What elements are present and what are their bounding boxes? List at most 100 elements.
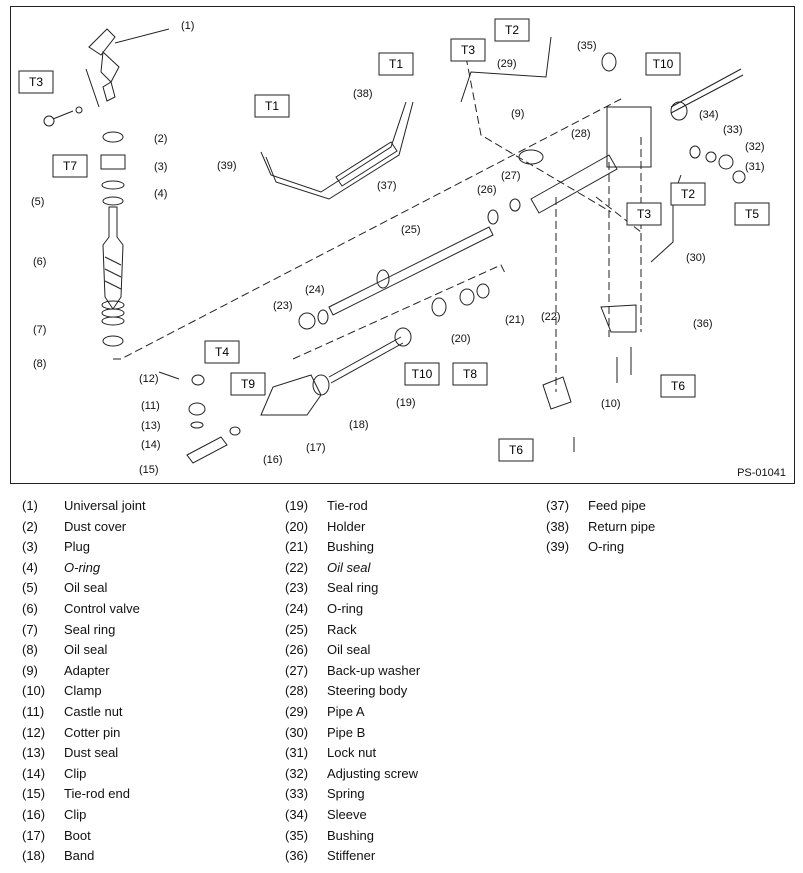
spring [705, 151, 717, 163]
legend-number: (38) [546, 518, 570, 534]
callout-label: (18) [349, 419, 369, 431]
callout-label: (30) [686, 252, 706, 264]
torque-tag-label: T6 [671, 379, 685, 393]
legend-row: (17)Boot [22, 826, 146, 847]
legend-row: (4)O-ring [22, 558, 146, 579]
torque-tag-box [645, 52, 681, 76]
torque-tag-box [230, 372, 266, 396]
legend-number: (10) [22, 683, 46, 699]
legend-number: (12) [22, 724, 46, 740]
legend-part-name: Bushing [327, 539, 374, 555]
legend-row: (10)Clamp [22, 681, 146, 702]
callout-label: (34) [699, 109, 719, 121]
callout-label: (1) [181, 20, 194, 32]
legend-number: (32) [285, 765, 309, 781]
torque-tag-box [378, 52, 414, 76]
legend-part-name: Oil seal [327, 642, 371, 658]
legend-part-name: Sleeve [327, 806, 367, 822]
legend-row: (20)Holder [285, 517, 420, 538]
torque-tag-box [404, 362, 440, 386]
legend-row: (24)O-ring [285, 599, 420, 620]
bolt-shank [52, 110, 74, 120]
torque-tag-box [670, 182, 706, 206]
oil-seal-5 [102, 196, 124, 206]
legend-row: (18)Band [22, 846, 146, 867]
oil-seal-8 [102, 335, 124, 347]
legend-number: (27) [285, 662, 309, 678]
assembly-line [292, 264, 507, 360]
legend-column-2: (19)Tie-rod(20)Holder(21)Bushing(22)Oil … [285, 496, 420, 867]
adapter [518, 149, 544, 165]
pipe-a [460, 36, 552, 103]
oil-seal-22 [476, 283, 490, 299]
boot [260, 374, 322, 416]
legend-row: (23) Seal ring [285, 578, 420, 599]
legend-column-1: (1)Universal joint(2)Dust cover(3)Plug(4… [22, 496, 146, 867]
legend-row: (25)Rack [285, 620, 420, 641]
valve-spiral [104, 256, 122, 290]
tie-rod-end [186, 436, 228, 464]
back-up-washer [509, 198, 521, 212]
legend-row: (35)Bushing [285, 826, 420, 847]
legend-row: (30)Pipe B [285, 723, 420, 744]
torque-tag-label: T3 [637, 207, 651, 221]
torque-tag-label: T3 [461, 43, 475, 57]
legend-part-name: Holder [327, 518, 366, 534]
callout-label: (13) [141, 420, 161, 432]
callout-label: (8) [33, 358, 46, 370]
legend-row: (29)Pipe A [285, 702, 420, 723]
tie-rod-left [328, 336, 404, 384]
legend-part-name: Rack [327, 621, 357, 637]
legend-part-name: Steering body [327, 683, 408, 699]
legend-number: (1) [22, 498, 38, 513]
legend-number: (14) [22, 765, 46, 781]
legend-number: (28) [285, 683, 309, 699]
torque-tag-label: T4 [215, 345, 229, 359]
figure-code: PS-01041 [737, 467, 786, 479]
legend-row: (11)Castle nut [22, 702, 146, 723]
exploded-diagram: (1)(2)(3)(4)(5)(6)(7)(8)(9)(10)(11)(12)(… [10, 6, 795, 484]
legend-number: (11) [22, 703, 45, 719]
return-pipe [265, 101, 414, 200]
callout-label: (15) [139, 464, 159, 476]
callout-label: (14) [141, 439, 161, 451]
legend-part-name: Seal ring [327, 580, 379, 596]
legend-row: (8)Oil seal [22, 640, 146, 661]
legend-number: (23) [285, 580, 309, 596]
torque-tag-box [626, 202, 662, 226]
torque-tag-label: T2 [681, 187, 695, 201]
legend-part-name: Lock nut [327, 745, 377, 761]
bolt-head [43, 115, 55, 127]
torque-tag-box [18, 70, 54, 94]
callout-label: (22) [541, 311, 561, 323]
legend-part-name: Cotter pin [64, 724, 121, 740]
bolt [573, 347, 632, 452]
callout-label: (29) [497, 58, 517, 70]
tie-rod-right [670, 68, 744, 114]
torque-tag-label: T8 [463, 367, 477, 381]
legend-part-name: Bushing [327, 827, 374, 843]
callout-label: (37) [377, 180, 397, 192]
callout-label: (19) [396, 397, 416, 409]
legend-row: (36)Stiffener [285, 846, 420, 867]
castle-nut [191, 374, 205, 386]
seal-ring-23 [298, 312, 316, 330]
control-valve [102, 206, 124, 310]
callout-label: (36) [693, 318, 713, 330]
legend-number: (30) [285, 724, 309, 740]
callout-label: (12) [139, 373, 159, 385]
legend-row: (22)Oil seal [285, 558, 420, 579]
legend-row: (13)Dust seal [22, 743, 146, 764]
legend-row: (28) Steering body [285, 681, 420, 702]
legend-part-name: O-ring [588, 539, 625, 555]
legend-number: (21) [285, 539, 309, 555]
legend-number: (34) [285, 806, 309, 822]
legend-part-name: Feed pipe [588, 498, 646, 513]
legend-number: (15) [22, 786, 46, 802]
legend-number: (31) [285, 745, 309, 761]
band [312, 374, 330, 396]
callout-label: (24) [305, 284, 325, 296]
torque-tag-box [498, 438, 534, 462]
legend-part-name: Dust seal [64, 745, 119, 761]
